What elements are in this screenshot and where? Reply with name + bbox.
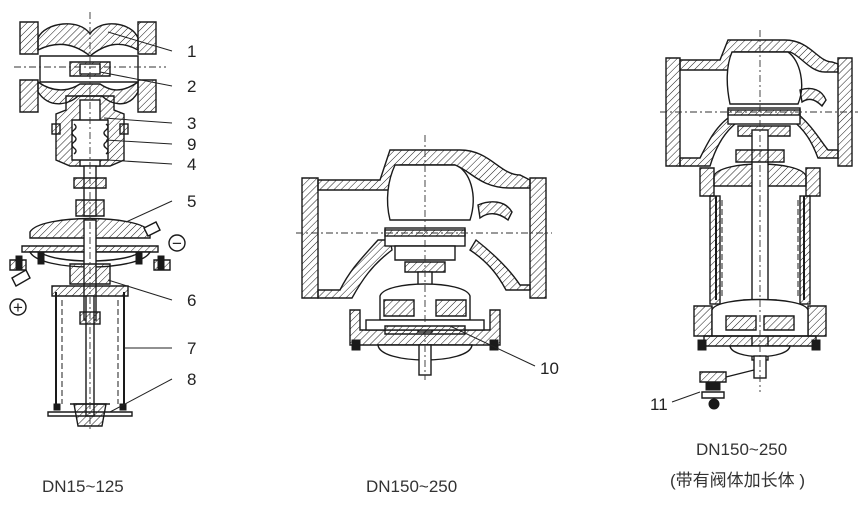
callout-11: 11 xyxy=(650,395,668,414)
callout-5: 5 xyxy=(187,192,196,211)
caption-middle: DN150~250 xyxy=(366,477,458,496)
valve-drawing-dn150-250-extended: 11 xyxy=(650,30,858,414)
callout-7: 7 xyxy=(187,339,196,358)
callout-10: 10 xyxy=(540,359,559,378)
callout-3: 3 xyxy=(187,114,196,133)
callout-2: 2 xyxy=(187,77,196,96)
callout-1: 1 xyxy=(187,42,196,61)
minus-sign: − xyxy=(172,234,182,253)
valve-drawing-dn150-250: 10 xyxy=(296,135,559,380)
valve-drawing-dn15-125: − + 1 2 3 9 4 5 6 7 8 xyxy=(9,12,196,430)
callout-6: 6 xyxy=(187,291,196,310)
callout-4: 4 xyxy=(187,155,196,174)
plus-sign: + xyxy=(13,298,23,317)
callout-9: 9 xyxy=(187,135,196,154)
caption-right-line2: (带有阀体加长体 ) xyxy=(670,471,806,490)
caption-left: DN15~125 xyxy=(42,477,124,496)
callout-8: 8 xyxy=(187,370,196,389)
caption-right-line1: DN150~250 xyxy=(696,440,788,459)
